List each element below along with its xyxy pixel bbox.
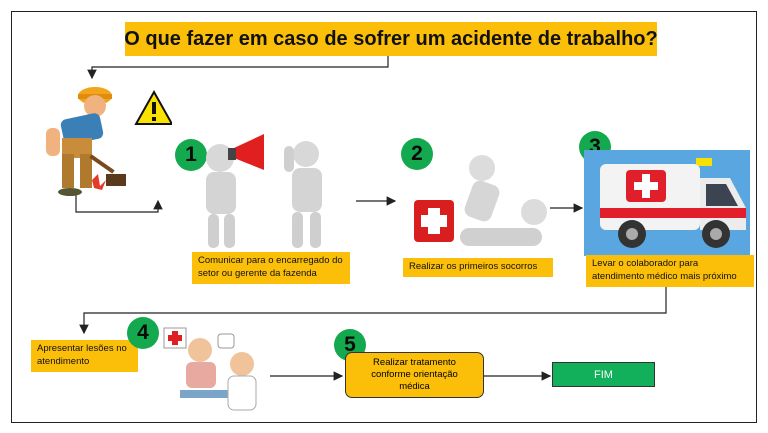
step-2-badge: 2 <box>401 138 433 170</box>
megaphone-communication-illustration <box>206 134 322 248</box>
doctor-patient-illustration <box>163 327 257 411</box>
step-5-box: Realizar tratamento conforme orientação … <box>345 352 484 398</box>
step-3-label: Levar o colaborador para atendimento méd… <box>586 255 754 287</box>
page-title: O que fazer em caso de sofrer um acident… <box>124 22 658 56</box>
ambulance-illustration <box>584 150 750 256</box>
step-4-label: Apresentar lesões no atendimento <box>31 340 138 372</box>
step-4-badge: 4 <box>127 317 159 349</box>
step-1-badge: 1 <box>175 139 207 171</box>
worker-accident-illustration <box>46 87 172 196</box>
megaphone-icon <box>234 134 264 170</box>
end-box: FIM <box>552 362 655 387</box>
step-1-label: Comunicar para o encarregado do setor ou… <box>192 252 350 284</box>
first-aid-illustration <box>414 155 547 246</box>
step-2-label: Realizar os primeiros socorros <box>403 258 553 277</box>
